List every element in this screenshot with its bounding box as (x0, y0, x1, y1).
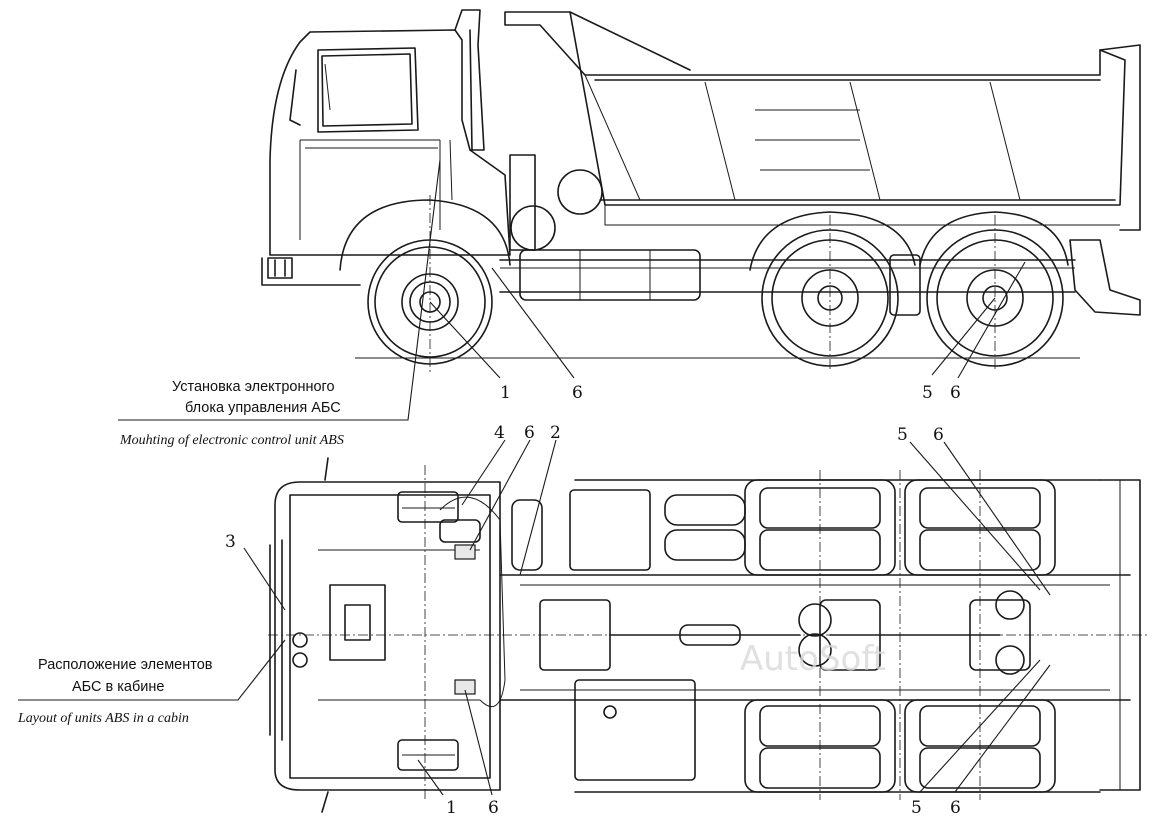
rear-bumper (1069, 239, 1141, 316)
callout-bottom-6b: 6 (950, 798, 961, 818)
dump-body-side (504, 11, 1141, 231)
callout-bottom-1: 1 (446, 798, 457, 818)
callout-top-4: 4 (494, 423, 505, 443)
callout-top-3: 3 (225, 532, 236, 552)
tanks-top (511, 489, 746, 781)
callout-numbers: 1 6 5 6 4 6 2 5 6 3 1 6 5 6 (225, 383, 961, 818)
callout-top-6: 6 (524, 423, 535, 443)
top-leaders (18, 439, 1051, 796)
top-view: AutoSoft (18, 439, 1150, 813)
callout-bottom-5: 5 (911, 798, 922, 818)
captions: Установка электронного блока управления … (17, 379, 344, 726)
driveline-top (539, 590, 1031, 675)
callout-top-6b: 6 (933, 425, 944, 445)
callout-side-6b: 6 (950, 383, 961, 403)
fuel-tank-side (509, 154, 701, 301)
front-wheel-side (339, 195, 511, 372)
cabin-caption-en: Layout of units ABS in a cabin (17, 711, 189, 726)
side-leaders (118, 159, 1026, 421)
callout-side-6: 6 (572, 383, 583, 403)
rear-wheels-side (749, 211, 1069, 370)
cabin-caption-ru-line2: АБС в кабине (72, 679, 164, 695)
cab-top (268, 457, 1150, 813)
ecu-caption-ru-line2: блока управления АБС (185, 400, 341, 416)
cabin-caption-ru-line1: Расположение элементов (38, 657, 213, 673)
cab-side (261, 9, 511, 286)
callout-top-2: 2 (550, 423, 561, 443)
ecu-caption-en: Mouhting of electronic control unit ABS (119, 433, 344, 448)
callout-side-5: 5 (922, 383, 933, 403)
ecu-caption-ru-line1: Установка электронного (172, 379, 335, 395)
side-view (118, 9, 1141, 421)
watermark: AutoSoft (740, 639, 886, 679)
side-frame (499, 259, 1076, 293)
callout-side-1: 1 (500, 383, 511, 403)
rear-wheels-top (744, 470, 1056, 800)
callout-bottom-6: 6 (488, 798, 499, 818)
callout-top-5: 5 (897, 425, 908, 445)
